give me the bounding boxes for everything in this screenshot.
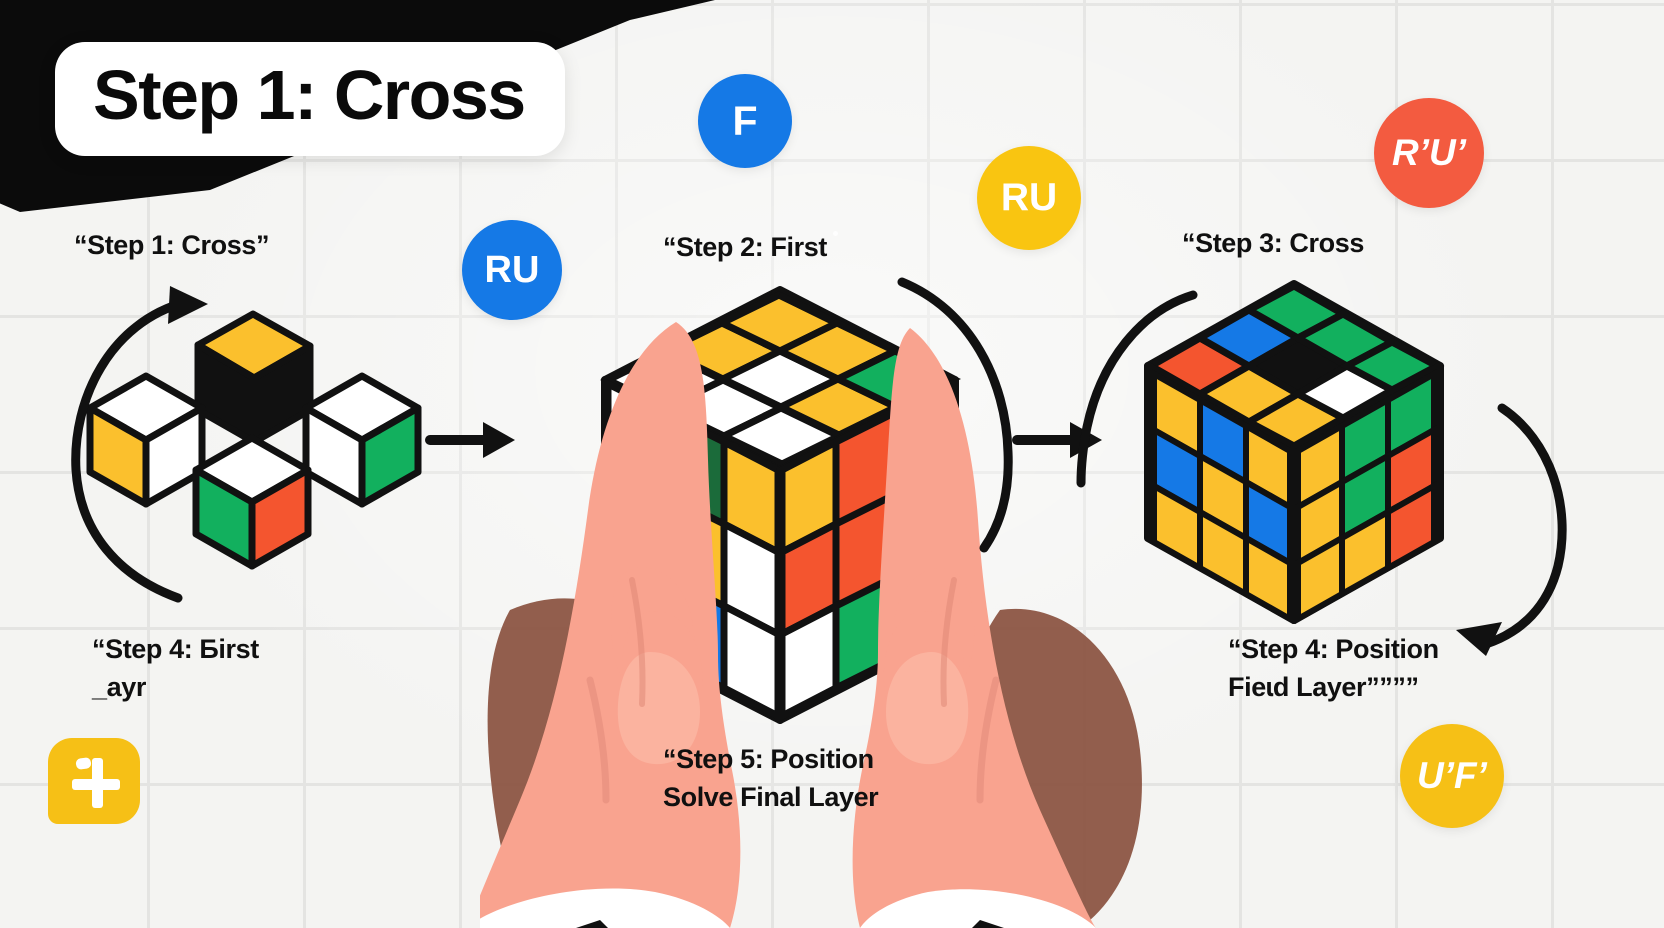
rotation-arrow-center: [897, 277, 1013, 553]
caption-step-1: “Step 1: Cross”: [74, 230, 270, 260]
plus-icon-badge[interactable]: [48, 738, 140, 824]
move-badge-ru-blue[interactable]: RU: [462, 220, 562, 320]
move-badge-f[interactable]: F: [698, 74, 792, 168]
cross-pattern-cube-right: [1143, 280, 1445, 625]
title-pill: Step 1: Cross: [55, 42, 565, 156]
hands-holding-cube-illustration: [480, 286, 1142, 928]
caption-step-5: “Step 5: Position Solve Final Layer: [663, 744, 879, 813]
caption-step-4-left: “Step 4: Бirst _ayr: [92, 634, 259, 703]
rotation-arrow-right-top: [1076, 290, 1198, 488]
cubie-top: [194, 310, 314, 446]
move-badge-r-prime-u-prime[interactable]: R’U’: [1374, 98, 1484, 208]
move-badge-u-prime-f-prime[interactable]: U’F’: [1400, 724, 1504, 828]
left-hand: [480, 322, 741, 928]
move-badge-ru-yellow[interactable]: RU: [977, 146, 1081, 250]
exploded-cube-diagram-left: [86, 310, 422, 570]
plus-icon-horizontal: [72, 779, 120, 790]
cubie-right: [302, 372, 422, 508]
cubie-left: [86, 372, 206, 508]
page-title: Step 1: Cross: [93, 56, 526, 134]
right-hand: [852, 328, 1096, 928]
plus-icon-dot: [75, 757, 92, 770]
speck: [833, 231, 838, 236]
caption-step-3: “Step 3: Cross: [1182, 228, 1364, 258]
caption-step-4-right: “Step 4: Position Fieɩd Layer””””: [1228, 634, 1439, 703]
caption-step-2: “Step 2: First: [663, 232, 827, 262]
rotation-arrow-left: [71, 286, 208, 603]
step-arrow-1-icon: [425, 422, 515, 458]
cube-right-face-right: [1290, 362, 1444, 625]
rotation-arrow-right-bottom: [1456, 403, 1567, 656]
cubie-bottom: [192, 434, 312, 570]
cube-left-face-right: [1144, 362, 1298, 625]
